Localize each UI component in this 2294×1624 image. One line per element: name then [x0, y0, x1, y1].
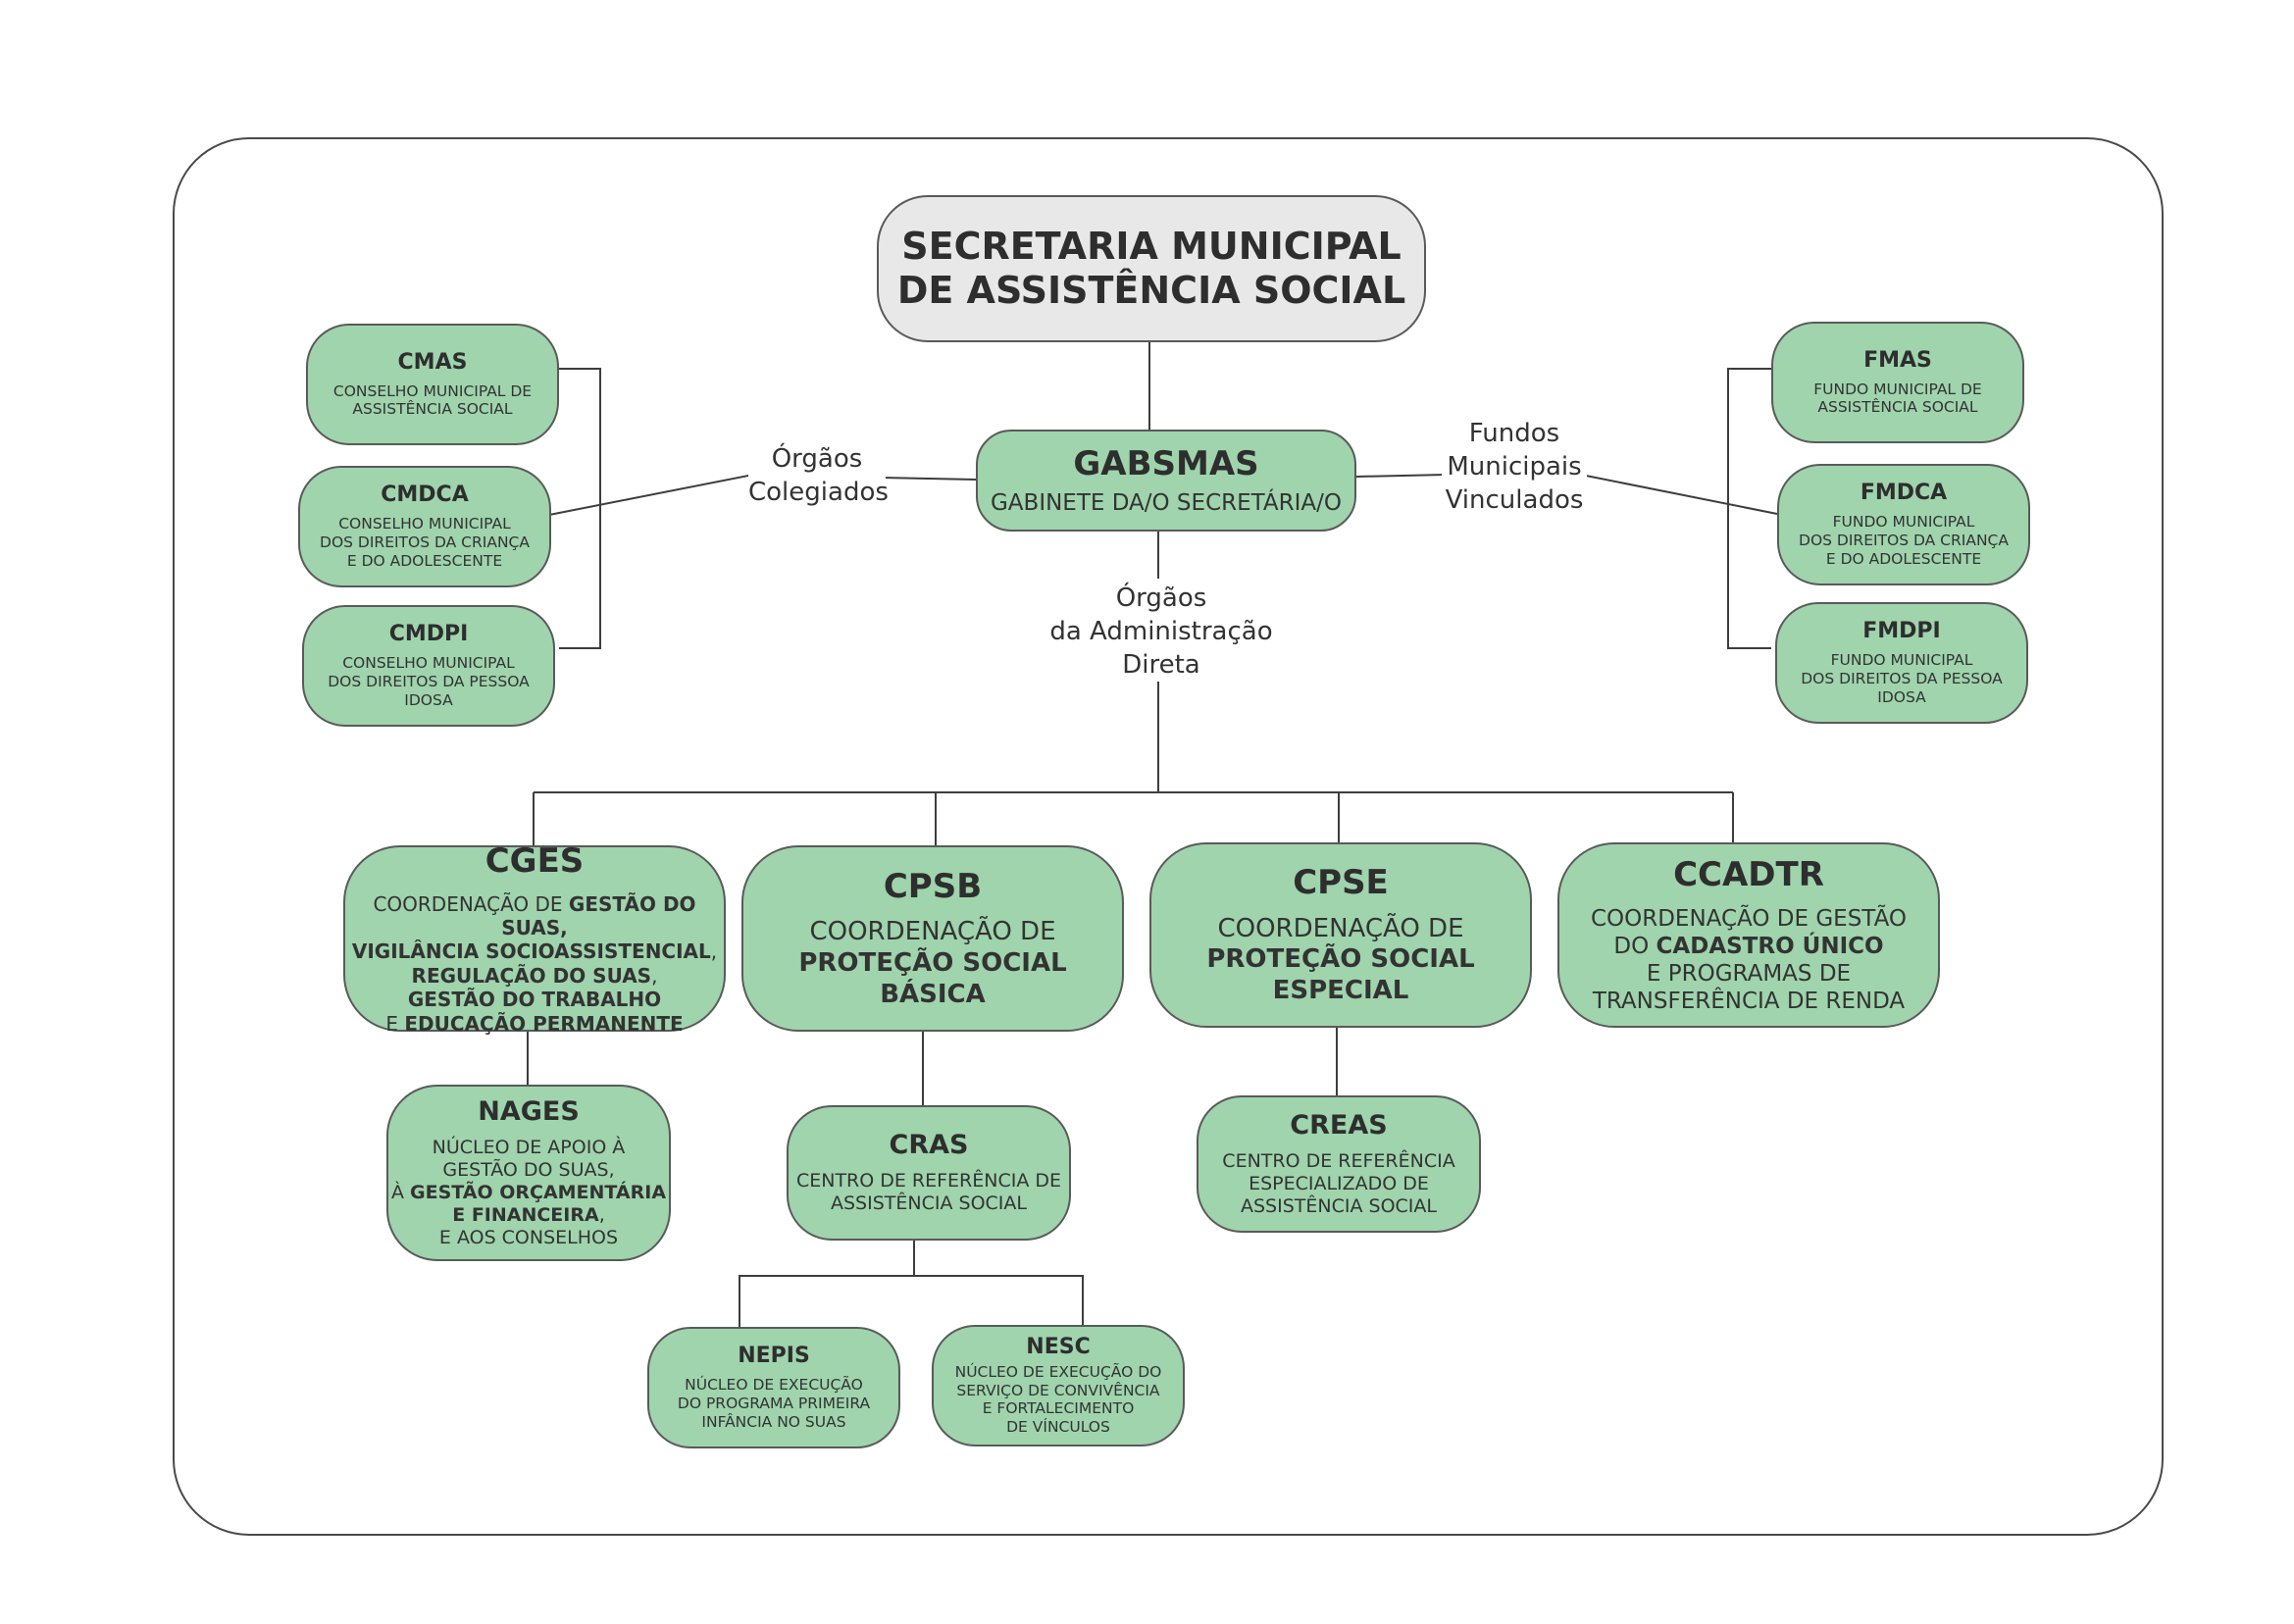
cpse-abbr: CPSE [1293, 863, 1389, 903]
cmdpi-abbr: CMDPI [388, 622, 469, 647]
cras-abbr: CRAS [889, 1130, 969, 1161]
fmdca-abbr: FMDCA [1860, 481, 1948, 506]
label-administracao-direta: Órgãos da Administração Direta [1010, 583, 1312, 683]
gabsmas-abbr: GABSMAS [1073, 444, 1259, 484]
creas-abbr: CREAS [1290, 1109, 1388, 1141]
cges-abbr: CGES [484, 841, 585, 882]
cmas-abbr: CMAS [397, 349, 468, 375]
coordenacao-cges: CGES COORDENAÇÃO DE GESTÃO DO SUAS,VIGIL… [343, 841, 726, 1036]
nesc-abbr: NESC [1026, 1334, 1091, 1359]
label-fundos-municipais: Fundos Municipais Vinculados [1442, 418, 1587, 518]
gabsmas-box: GABSMAS GABINETE DA/O SECRETÁRIA/O [976, 430, 1356, 532]
cpsb-abbr: CPSB [883, 866, 983, 906]
diagram-frame [173, 137, 2164, 1536]
cmdca-abbr: CMDCA [381, 482, 469, 508]
gabsmas-desc: GABINETE DA/O SECRETÁRIA/O [990, 489, 1342, 516]
cges-desc: COORDENAÇÃO DE GESTÃO DO SUAS,VIGILÂNCIA… [351, 891, 718, 1036]
label-orgaos-colegiados: Órgãos Colegiados [748, 443, 889, 510]
fmas-abbr: FMAS [1863, 347, 1932, 373]
ccadtr-abbr: CCADTR [1673, 854, 1824, 894]
fmdpi-abbr: FMDPI [1862, 619, 1941, 644]
nages-abbr: NAGES [478, 1095, 580, 1127]
nepis-abbr: NEPIS [738, 1344, 810, 1369]
